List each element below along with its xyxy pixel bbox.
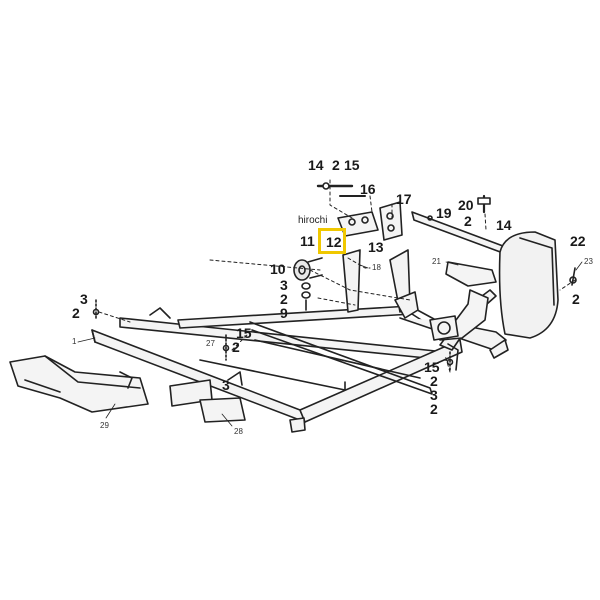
- bushing-part: [293, 257, 323, 311]
- callout-2-mount: 2: [280, 291, 288, 307]
- callout-18: 18: [372, 263, 381, 272]
- callout-12: 12: [326, 234, 342, 250]
- callout-28: 28: [234, 427, 243, 436]
- callout-20: 20: [458, 197, 474, 213]
- front-brackets: [119, 371, 306, 433]
- callout-2-center: 2: [232, 339, 240, 355]
- callout-22: 22: [570, 233, 586, 249]
- small-leaders: [77, 261, 583, 427]
- seat-pad: [498, 231, 559, 339]
- callout-3-left: 3: [80, 291, 88, 307]
- callout-16: 16: [360, 181, 376, 197]
- callout-2-left: 2: [72, 305, 80, 321]
- callout-29: 29: [100, 421, 109, 430]
- callout-23: 23: [584, 257, 593, 266]
- callout-17: 17: [396, 191, 412, 207]
- callout-3-lower: 3: [430, 387, 438, 403]
- callout-15-center: 15: [236, 325, 252, 341]
- leader-lines: [98, 179, 576, 373]
- center-braces: [199, 321, 433, 395]
- callout-14-top: 14: [308, 157, 324, 173]
- callout-19: 19: [436, 205, 452, 221]
- engine-mount-plate: [316, 182, 403, 241]
- callout-2-seat: 2: [464, 213, 472, 229]
- callout-21: 21: [432, 257, 441, 266]
- callout-2-right: 2: [572, 291, 580, 307]
- callout-3-mount: 3: [280, 277, 288, 293]
- callout-2-bottom: 2: [430, 401, 438, 417]
- axle-bearing-area: [429, 315, 509, 371]
- callout-1: 1: [72, 337, 77, 346]
- callout-2-lower: 2: [430, 373, 438, 389]
- callout-11: 11: [300, 233, 315, 249]
- callout-2-top: 2: [332, 157, 340, 173]
- callout-27: 27: [206, 339, 215, 348]
- callout-10: 10: [270, 261, 286, 277]
- callout-15-lower: 15: [424, 359, 440, 375]
- watermark-text: hirochi: [298, 215, 328, 226]
- callout-9: 9: [280, 305, 288, 321]
- callout-15-top: 15: [344, 157, 360, 173]
- mount-uprights: [342, 249, 419, 319]
- callout-13: 13: [368, 239, 384, 255]
- part-12-highlight-box[interactable]: 12: [318, 228, 346, 254]
- callout-3-center: 3: [222, 377, 230, 393]
- front-bumper-plate: [9, 355, 149, 413]
- callout-14-seat: 14: [496, 217, 512, 233]
